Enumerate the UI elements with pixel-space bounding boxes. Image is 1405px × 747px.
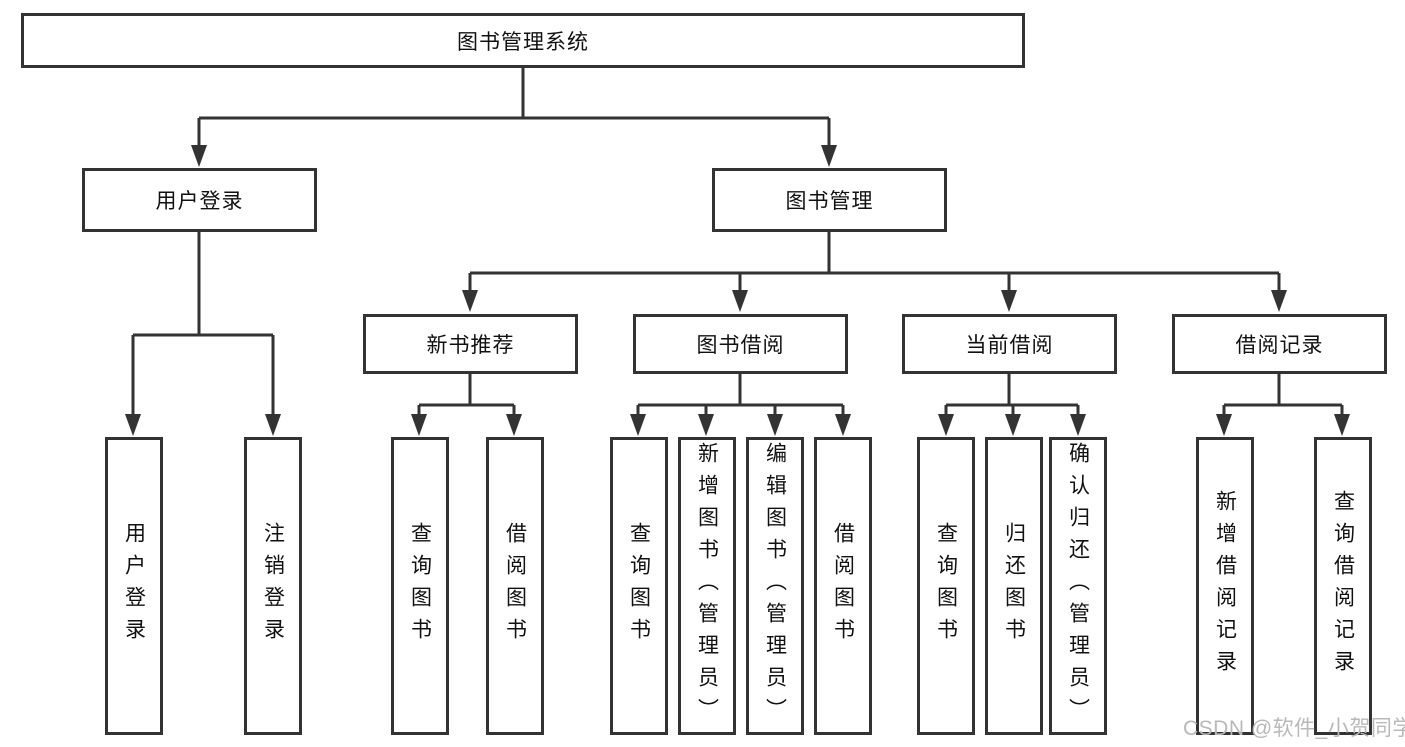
node-label: 查询图书	[627, 522, 651, 650]
node-label: 图书管理系统	[457, 30, 589, 54]
node-label: 查询借阅记录	[1331, 490, 1355, 682]
node-label: 图书借阅	[696, 334, 785, 357]
node-query-borrow-record: 查询借阅记录	[1314, 437, 1372, 735]
node-edit-book-admin: 编辑图书（管理员）	[746, 437, 804, 735]
node-label: 借阅图书	[831, 522, 855, 650]
node-label: 新增图书（管理员）	[695, 442, 719, 730]
csdn-watermark: CSDN @软件_小贺同学	[1183, 717, 1405, 740]
node-library-management-system: 图书管理系统	[21, 13, 1025, 68]
node-borrow-records: 借阅记录	[1172, 314, 1387, 374]
node-borrow-books-borrowing: 借阅图书	[814, 437, 872, 735]
node-label: 确认归还（管理员）	[1066, 442, 1090, 730]
node-add-book-admin: 新增图书（管理员）	[678, 437, 736, 735]
node-label: 借阅记录	[1235, 334, 1324, 357]
node-borrow-books-recommend: 借阅图书	[486, 437, 544, 735]
node-label: 新增借阅记录	[1213, 490, 1237, 682]
node-label: 用户登录	[122, 522, 146, 650]
node-label: 编辑图书（管理员）	[763, 442, 787, 730]
node-query-books-current: 查询图书	[917, 437, 975, 735]
node-label: 注销登录	[261, 522, 285, 650]
node-query-books-recommend: 查询图书	[391, 437, 449, 735]
node-query-books-borrowing: 查询图书	[610, 437, 668, 735]
node-new-book-recommend: 新书推荐	[363, 314, 578, 374]
node-label: 用户登录	[155, 190, 244, 213]
node-book-borrowing: 图书借阅	[633, 314, 848, 374]
node-label: 图书管理	[785, 190, 874, 213]
node-label: 查询图书	[408, 522, 432, 650]
node-label: 当前借阅	[965, 334, 1054, 357]
node-user-login-leaf: 用户登录	[105, 437, 163, 735]
node-label: 查询图书	[934, 522, 958, 650]
node-user-login-group: 用户登录	[82, 168, 317, 232]
node-add-borrow-record: 新增借阅记录	[1196, 437, 1254, 735]
node-logout: 注销登录	[244, 437, 302, 735]
node-label: 新书推荐	[426, 334, 515, 357]
node-book-management: 图书管理	[712, 168, 947, 232]
node-label: 归还图书	[1002, 522, 1026, 650]
node-return-book: 归还图书	[985, 437, 1043, 735]
node-current-borrowing: 当前借阅	[902, 314, 1117, 374]
node-confirm-return-admin: 确认归还（管理员）	[1049, 437, 1107, 735]
node-label: 借阅图书	[503, 522, 527, 650]
